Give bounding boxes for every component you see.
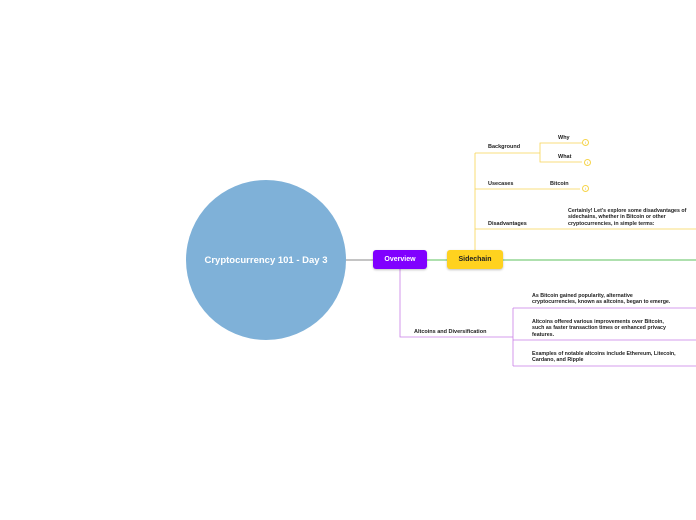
note-line: Certainly! Let's explore some disadvanta… — [568, 208, 687, 214]
note-line: Altcoins offered various improvements ov… — [532, 319, 664, 325]
note-line: features. — [532, 331, 555, 338]
subtopic-altcoins[interactable]: Altcoins and Diversification — [414, 329, 486, 335]
altcoins-note-1[interactable]: As Bitcoin gained popularity, alternativ… — [532, 293, 670, 306]
info-marker-glyph: i — [585, 186, 586, 191]
note-line: Cardano, and Ripple — [532, 357, 584, 364]
sidechain-branch-lines — [474, 142, 696, 250]
root-topic[interactable]: Cryptocurrency 101 - Day 3 — [186, 180, 346, 340]
subtopic-altcoins-label: Altcoins and Diversification — [414, 329, 487, 335]
info-marker-icon[interactable]: i — [584, 159, 591, 166]
overview-topic[interactable]: Overview — [373, 250, 427, 269]
note-line: As Bitcoin gained popularity, alternativ… — [532, 293, 633, 299]
overview-branch-lines — [399, 269, 696, 367]
subtopic-what[interactable]: What — [558, 154, 571, 160]
subtopic-usecases-label: Usecases — [488, 181, 514, 187]
subtopic-why-label: Why — [558, 135, 570, 141]
root-topic-label: Cryptocurrency 101 - Day 3 — [204, 254, 328, 266]
disadvantages-note[interactable]: Certainly! Let's explore some disadvanta… — [568, 208, 686, 227]
info-marker-glyph: i — [585, 140, 586, 145]
subtopic-bitcoin[interactable]: Bitcoin — [550, 181, 569, 187]
subtopic-background[interactable]: Background — [488, 144, 520, 150]
note-line: cryptocurrencies, in simple terms: — [568, 220, 655, 227]
subtopic-usecases[interactable]: Usecases — [488, 181, 513, 187]
subtopic-why[interactable]: Why — [558, 135, 570, 141]
sidechain-topic-label: Sidechain — [458, 256, 492, 263]
info-marker-glyph: i — [587, 160, 588, 165]
info-marker-icon[interactable]: i — [582, 139, 589, 146]
note-line: sidechains, whether in Bitcoin or other — [568, 214, 666, 221]
subtopic-bitcoin-label: Bitcoin — [550, 181, 569, 187]
subtopic-background-label: Background — [488, 144, 521, 150]
note-line: such as faster transaction times or enha… — [532, 325, 666, 332]
altcoins-note-2[interactable]: Altcoins offered various improvements ov… — [532, 319, 666, 338]
sidechain-topic[interactable]: Sidechain — [447, 250, 503, 269]
subtopic-disadvantages[interactable]: Disadvantages — [488, 221, 527, 227]
subtopic-what-label: What — [558, 154, 572, 160]
altcoins-note-3[interactable]: Examples of notable altcoins include Eth… — [532, 351, 676, 364]
note-line: Examples of notable altcoins include Eth… — [532, 351, 676, 357]
subtopic-disadvantages-label: Disadvantages — [488, 221, 527, 227]
overview-topic-label: Overview — [384, 256, 416, 263]
note-line: cryptocurrencies, known as altcoins, beg… — [532, 299, 671, 306]
info-marker-icon[interactable]: i — [582, 185, 589, 192]
